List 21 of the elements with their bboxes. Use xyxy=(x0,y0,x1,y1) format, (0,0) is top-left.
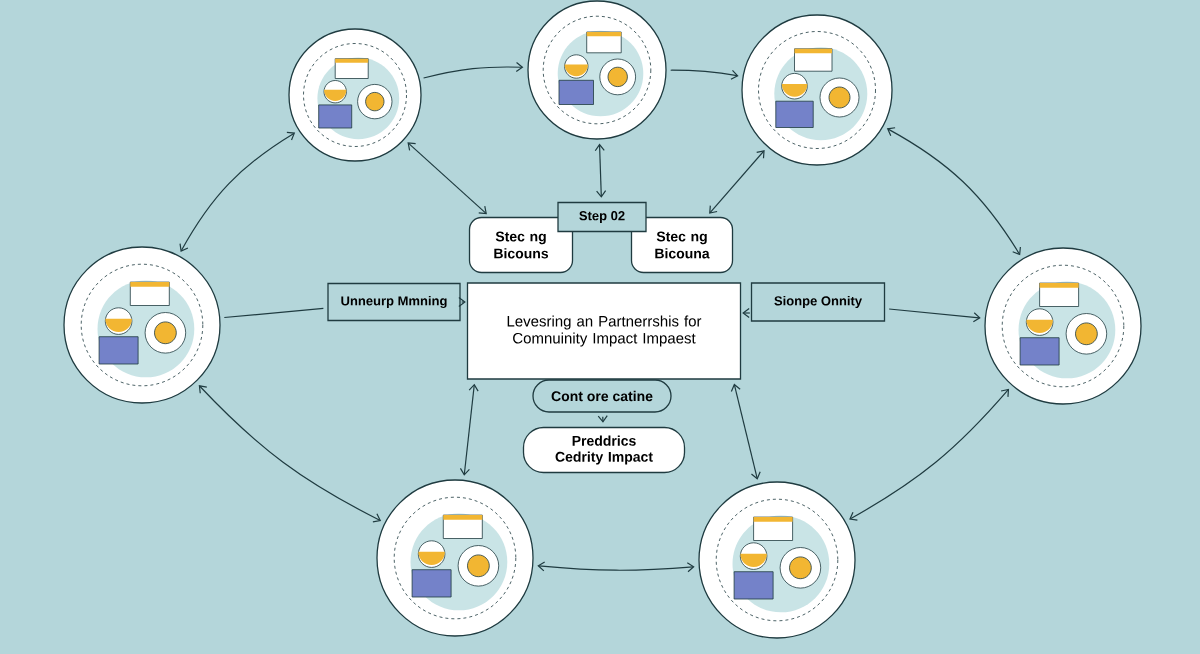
arrow xyxy=(407,142,487,215)
arrow xyxy=(849,388,1010,521)
label-box: Sionpe Onnity xyxy=(750,282,886,322)
arrow xyxy=(730,383,761,480)
rounded-box: Stec ng Bicouns xyxy=(468,216,574,274)
label-box: Unneurp Mmning xyxy=(327,282,461,322)
arrow xyxy=(179,131,296,252)
arrow xyxy=(594,143,607,198)
arrow xyxy=(670,69,739,80)
rounded-box: Stec ng Bicouna xyxy=(630,216,734,274)
arrow xyxy=(422,62,524,79)
rounded-box: Cont ore catine xyxy=(532,379,672,413)
arrow xyxy=(886,127,1021,256)
rounded-box: Preddrics Cedrity Impact xyxy=(522,426,686,474)
arrow xyxy=(459,383,479,476)
arrow xyxy=(888,308,981,323)
label-box: Step 02 xyxy=(557,201,647,233)
arrow xyxy=(198,385,382,523)
arrow xyxy=(537,561,695,573)
title-box: Levesring an Partnerrshis for Comnuinity Impact Impaest xyxy=(466,282,742,380)
arrow xyxy=(709,150,765,214)
